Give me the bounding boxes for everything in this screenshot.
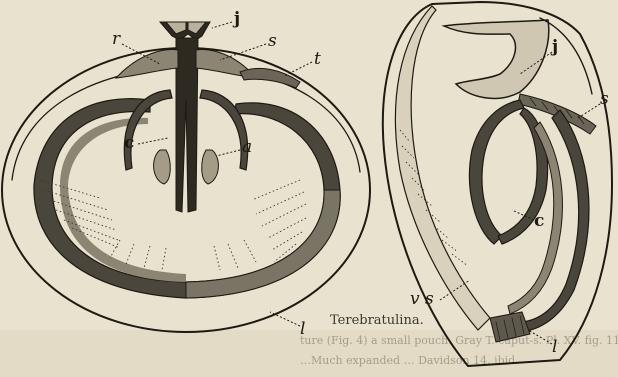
caption-heading: Terebratulina.: [330, 313, 424, 328]
label-c-left: c: [124, 133, 134, 153]
label-vs: v s: [410, 289, 434, 309]
label-c-right: c: [534, 211, 544, 231]
label-t: t: [314, 49, 321, 69]
label-a: a: [242, 137, 252, 157]
label-s-left: s: [268, 31, 277, 51]
label-j-right: j: [550, 37, 558, 57]
label-l-left: l: [300, 319, 305, 339]
label-l-right: l: [552, 337, 557, 357]
label-j-left: j: [232, 9, 240, 29]
label-r: r: [112, 29, 121, 49]
label-s-right: s: [600, 89, 609, 109]
